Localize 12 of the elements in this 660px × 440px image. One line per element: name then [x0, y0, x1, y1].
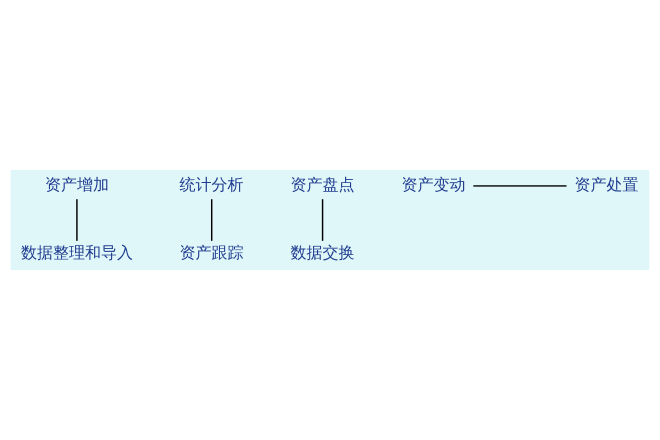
connector	[322, 199, 324, 241]
node-text: 数据整理和导入	[20, 243, 133, 262]
node-text: 资产跟踪	[180, 243, 244, 262]
node-text: 资产处置	[574, 175, 639, 194]
connector	[473, 185, 567, 187]
node-text: 数据交换	[290, 243, 355, 262]
node-text: 统计分析	[180, 175, 244, 194]
node-text: 资产增加	[44, 175, 109, 194]
node-text: 资产变动	[401, 175, 466, 194]
connector	[76, 199, 78, 241]
connector	[210, 199, 212, 241]
node-text: 资产盘点	[290, 175, 355, 194]
